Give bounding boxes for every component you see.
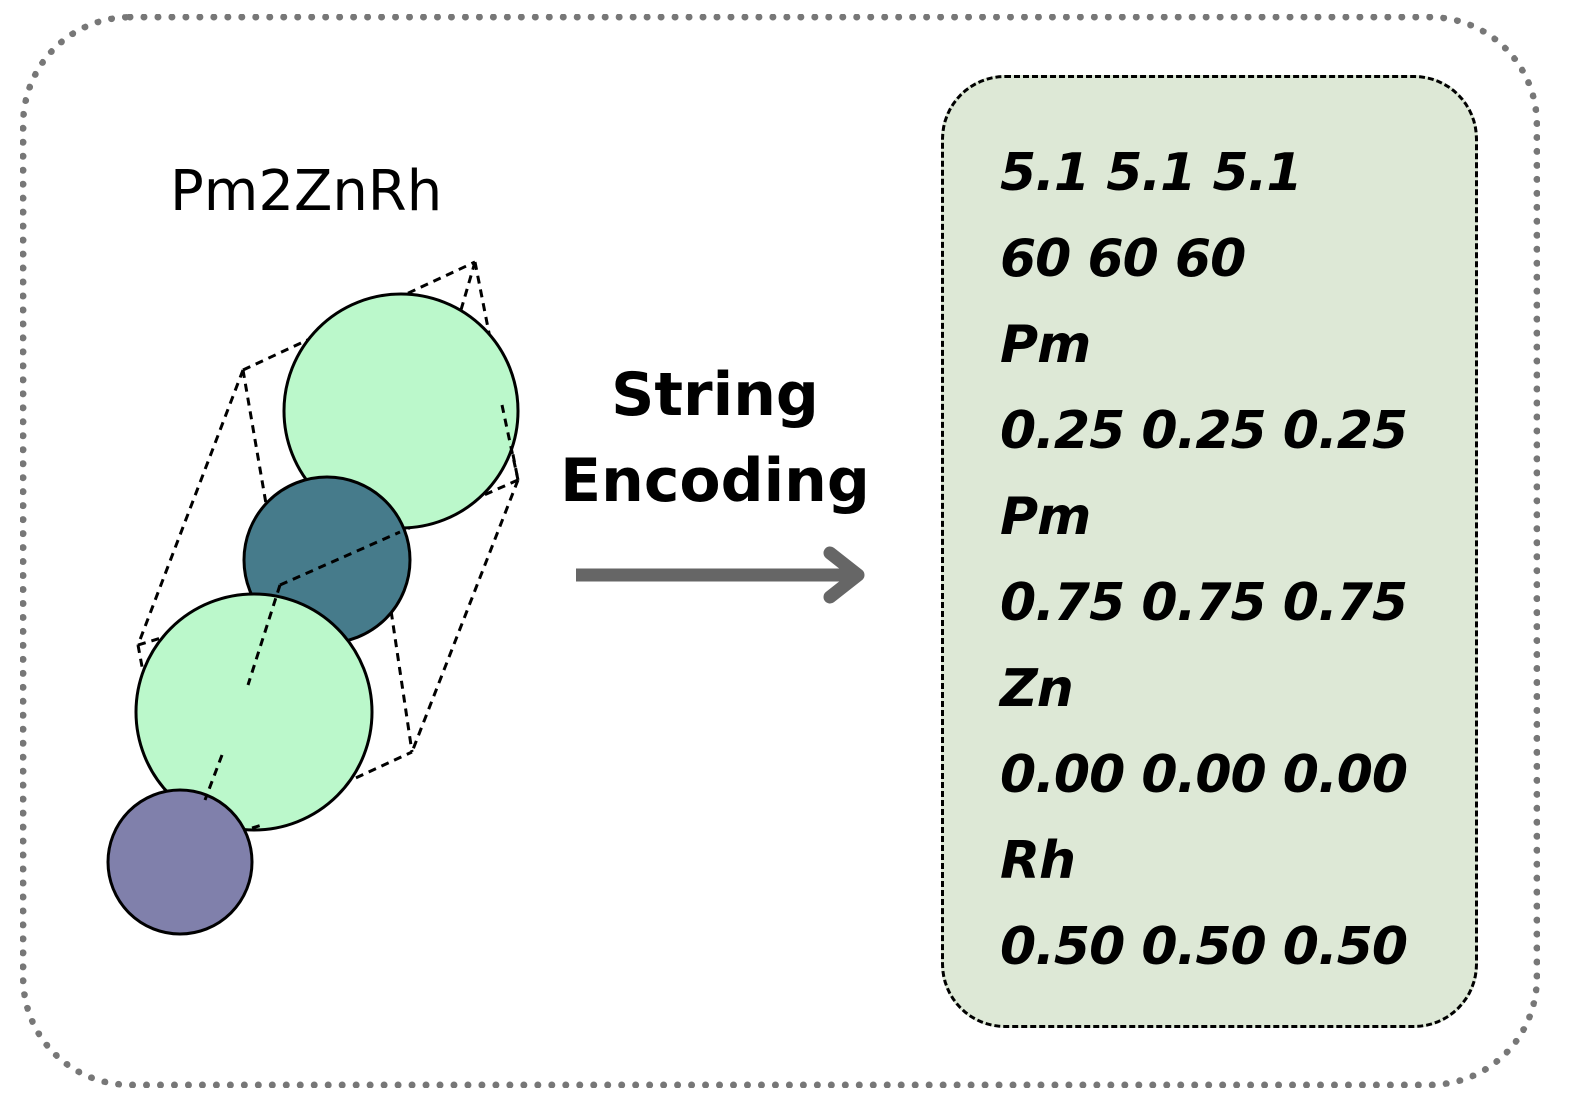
unit-cell-edge-front	[251, 822, 266, 830]
rh-atom	[106, 788, 254, 936]
element-line: Pm	[1000, 487, 1091, 547]
pm-atom-bottom	[134, 592, 374, 832]
lattice-angles-line: 60 60 60	[1000, 229, 1246, 289]
element-line: Pm	[1000, 315, 1091, 375]
element-line: Zn	[1000, 659, 1074, 719]
unit-cell-edge-front	[279, 530, 401, 587]
coordinate-line: 0.25 0.25 0.25	[1000, 401, 1408, 461]
lattice-lengths-line: 5.1 5.1 5.1	[1000, 143, 1303, 203]
formula-label: Pm2ZnRh	[170, 159, 443, 224]
right-arrow-icon	[576, 546, 865, 604]
outer-frame	[20, 14, 1540, 1088]
unit-cell-edge-front	[246, 584, 282, 686]
encoding-label-line1: String	[611, 360, 819, 430]
string-encoding-label: String Encoding	[560, 352, 870, 524]
element-line: Rh	[1000, 831, 1076, 891]
unit-cell-edge	[410, 479, 520, 753]
unit-cell-edge-front	[500, 404, 520, 481]
coordinate-line: 0.00 0.00 0.00	[1000, 745, 1408, 805]
coordinate-line: 0.75 0.75 0.75	[1000, 573, 1408, 633]
unit-cell-edge	[136, 369, 245, 646]
coordinate-line: 0.50 0.50 0.50	[1000, 917, 1408, 977]
encoding-label-line2: Encoding	[560, 446, 870, 516]
string-encoding-box: 5.1 5.1 5.1 60 60 60 Pm 0.25 0.25 0.25 P…	[941, 75, 1478, 1028]
